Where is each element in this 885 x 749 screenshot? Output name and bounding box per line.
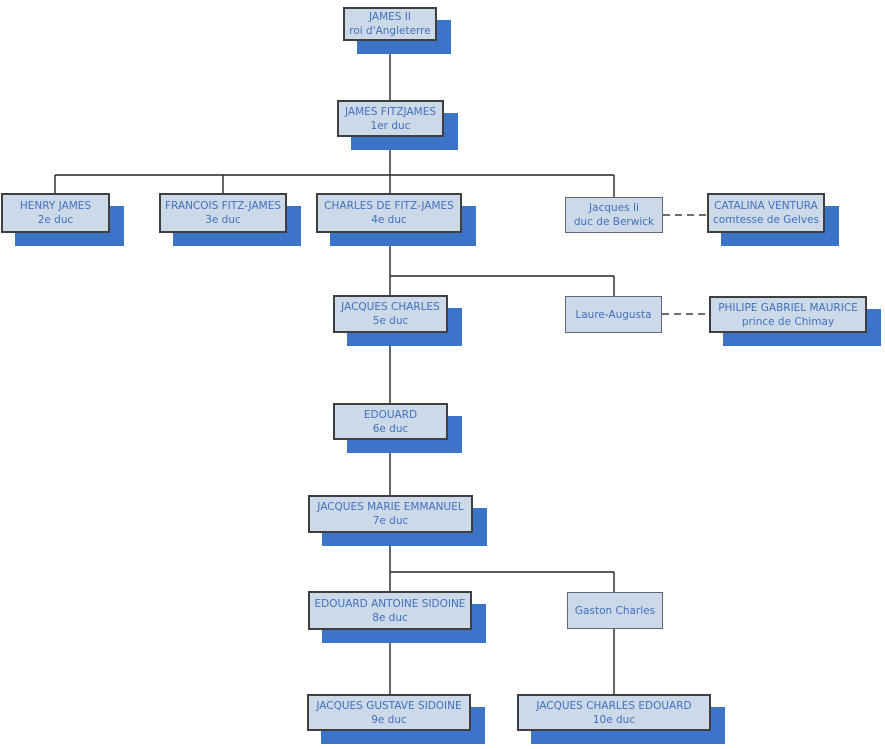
- person-name: Jacques Ii: [589, 202, 639, 214]
- person-name: CATALINA VENTURA: [714, 200, 818, 212]
- person-name: PHILIPE GABRIEL MAURICE: [718, 301, 858, 314]
- node-charles-de-fitz-james[interactable]: CHARLES DE FITZ-JAMES 4e duc: [316, 193, 462, 233]
- person-name: FRANCOIS FITZ-JAMES: [164, 200, 282, 212]
- person-name: Gaston Charles: [574, 604, 656, 617]
- person-subtitle: 6e duc: [372, 422, 409, 435]
- person-name: HENRY JAMES: [19, 200, 92, 212]
- node-jacques-charles-edouard[interactable]: JACQUES CHARLES EDOUARD 10e duc: [517, 694, 711, 731]
- node-catalina-ventura[interactable]: CATALINA VENTURA comtesse de Gelves: [707, 193, 825, 233]
- person-subtitle: 9e duc: [371, 713, 407, 726]
- person-name: Laure-Augusta: [575, 308, 652, 321]
- node-philipe-gabriel-maurice[interactable]: PHILIPE GABRIEL MAURICE prince de Chimay: [709, 296, 867, 333]
- node-jacques-gustave-sidoine[interactable]: JACQUES GUSTAVE SIDOINE 9e duc: [307, 694, 471, 731]
- person-subtitle: 2e duc: [37, 214, 74, 226]
- person-subtitle: 3e duc: [205, 214, 241, 226]
- node-gaston-charles[interactable]: Gaston Charles: [567, 592, 663, 629]
- person-name: JACQUES CHARLES: [341, 301, 440, 313]
- person-subtitle: 4e duc: [371, 214, 407, 226]
- node-james-ii[interactable]: JAMES II roi d'Angleterre: [343, 7, 437, 41]
- person-name: JACQUES CHARLES EDOUARD: [536, 699, 692, 712]
- person-subtitle: 10e duc: [592, 713, 636, 726]
- person-name: CHARLES DE FITZ-JAMES: [324, 200, 454, 212]
- person-subtitle: comtesse de Gelves: [713, 214, 819, 226]
- node-jacques-marie-emmanuel[interactable]: JACQUES MARIE EMMANUEL 7e duc: [308, 495, 473, 533]
- node-laure-augusta[interactable]: Laure-Augusta: [565, 296, 662, 333]
- person-name: JAMES FITZJAMES: [345, 105, 436, 118]
- person-subtitle: duc de Berwick: [573, 216, 655, 228]
- person-name: EDOUARD: [363, 408, 418, 421]
- node-jacques-ii[interactable]: Jacques Ii duc de Berwick: [565, 197, 663, 233]
- person-subtitle: 8e duc: [372, 611, 408, 624]
- node-james-fitzjames[interactable]: JAMES FITZJAMES 1er duc: [337, 100, 444, 137]
- person-subtitle: prince de Chimay: [741, 315, 835, 328]
- node-francois-fitz-james[interactable]: FRANCOIS FITZ-JAMES 3e duc: [159, 193, 287, 233]
- node-edouard[interactable]: EDOUARD 6e duc: [333, 403, 448, 440]
- person-name: JAMES II: [369, 11, 411, 23]
- person-subtitle: 1er duc: [370, 119, 411, 132]
- node-henry-james[interactable]: HENRY JAMES 2e duc: [1, 193, 110, 233]
- person-name: JACQUES GUSTAVE SIDOINE: [316, 699, 462, 712]
- person-subtitle: 5e duc: [372, 315, 409, 327]
- person-name: JACQUES MARIE EMMANUEL: [317, 501, 464, 513]
- person-subtitle: roi d'Angleterre: [349, 25, 431, 37]
- person-name: EDOUARD ANTOINE SIDOINE: [314, 597, 466, 610]
- node-jacques-charles[interactable]: JACQUES CHARLES 5e duc: [333, 295, 448, 333]
- node-edouard-antoine-sidoine[interactable]: EDOUARD ANTOINE SIDOINE 8e duc: [308, 591, 472, 630]
- person-subtitle: 7e duc: [372, 515, 409, 527]
